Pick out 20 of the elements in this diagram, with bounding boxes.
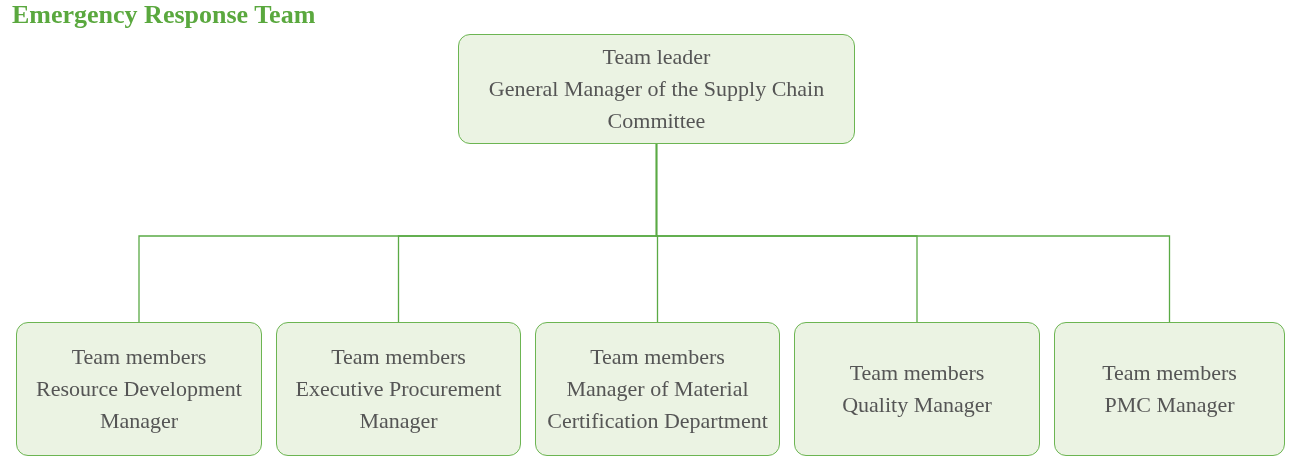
org-box (16, 322, 262, 456)
connector-line (655, 143, 1171, 323)
role-heading: Team leader (602, 43, 711, 71)
position-title: PMC Manager (1104, 391, 1235, 419)
role-heading: Team members (590, 343, 725, 371)
position-title: Executive Procurement Manager (294, 375, 503, 435)
diagram-title: Emergency Response Team (12, 0, 316, 30)
org-box (535, 322, 780, 456)
org-box (794, 322, 1040, 456)
position-title: Manager of Material Certification Department (546, 375, 769, 435)
role-heading: Team members (1102, 359, 1237, 387)
org-box (458, 34, 855, 144)
position-title: General Manager of the Supply Chain Committee (487, 75, 826, 135)
position-title: Quality Manager (842, 391, 992, 419)
role-heading: Team members (71, 343, 207, 371)
role-heading: Team members (331, 343, 466, 371)
org-box (276, 322, 521, 456)
role-heading: Team members (849, 359, 985, 387)
org-box (1054, 322, 1285, 456)
position-title: Resource Development Manager (35, 375, 243, 435)
